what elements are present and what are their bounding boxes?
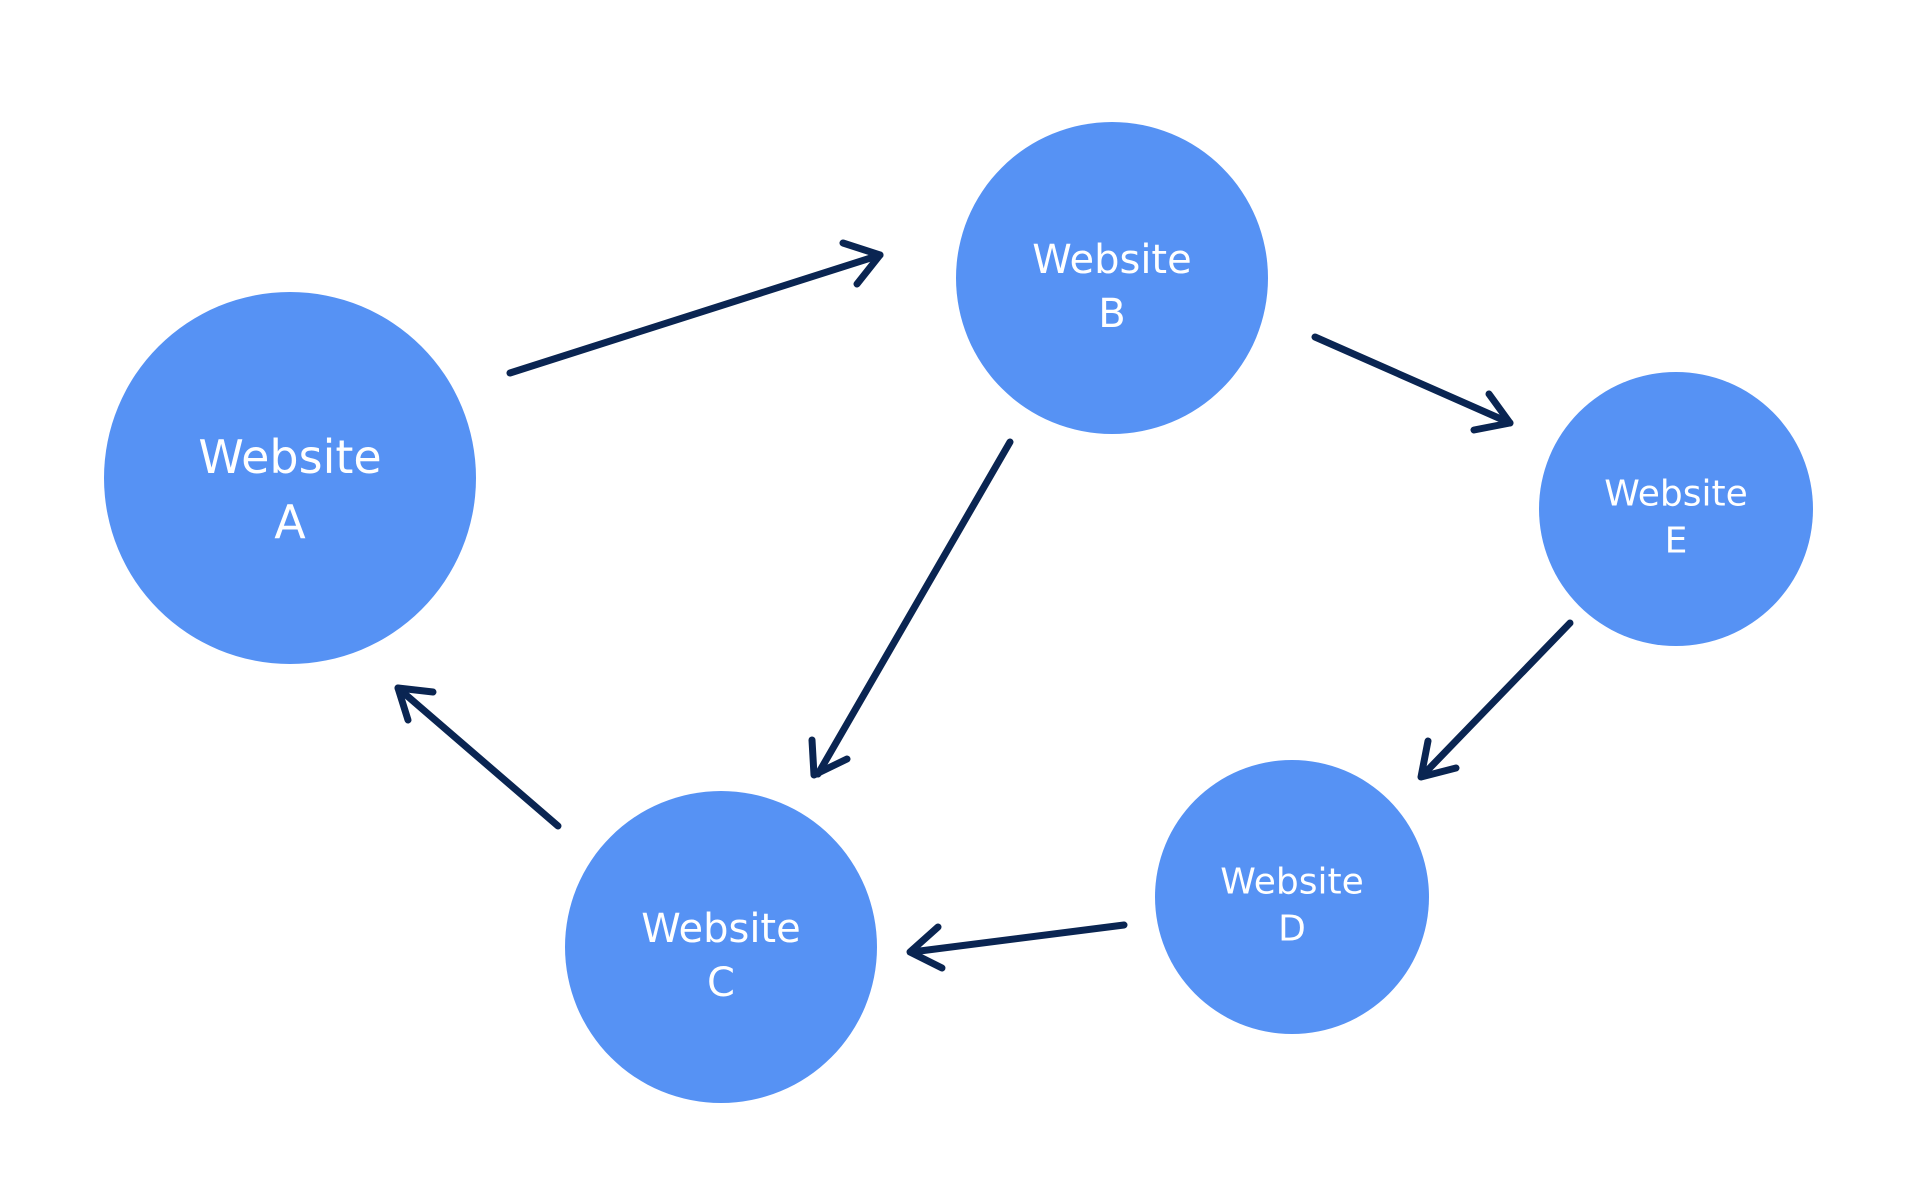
arrow-b-to-e-shaft [1311, 333, 1514, 427]
node-website-e-label-line2: E [1665, 521, 1688, 562]
arrow-c-to-a [394, 684, 562, 830]
node-website-e: Website E [1539, 372, 1813, 646]
arrow-e-to-d-shaft [1418, 619, 1574, 780]
arrow-d-to-c-head [906, 923, 946, 972]
node-website-b-circle [956, 122, 1268, 434]
nodes: Website A Website B Website C Website D … [104, 122, 1813, 1103]
node-website-a: Website A [104, 292, 476, 664]
arrow-e-to-d-head [1417, 737, 1460, 781]
arrow-b-to-e-head [1470, 390, 1514, 434]
arrow-c-to-a-head [394, 684, 437, 724]
arrow-b-to-c-head [808, 736, 851, 779]
arrow-b-to-c-shaft [814, 438, 1014, 778]
node-website-a-label-line2: A [274, 495, 306, 549]
node-website-c-label-line1: Website [641, 906, 800, 952]
arrow-a-to-b [506, 239, 884, 377]
node-website-d-label-line2: D [1278, 909, 1306, 950]
node-website-c-label-line2: C [707, 960, 735, 1006]
node-website-d: Website D [1155, 760, 1429, 1034]
arrow-c-to-a-shaft [394, 684, 562, 830]
arrow-b-to-e [1311, 333, 1514, 434]
arrow-d-to-c [906, 921, 1128, 972]
node-website-a-label-line1: Website [198, 430, 381, 484]
edges [394, 239, 1574, 972]
node-website-d-circle [1155, 760, 1429, 1034]
arrow-b-to-c [808, 438, 1014, 779]
arrow-a-to-b-head [839, 239, 884, 288]
arrow-d-to-c-shaft [908, 921, 1128, 956]
node-website-c: Website C [565, 791, 877, 1103]
node-website-b: Website B [956, 122, 1268, 434]
node-website-e-circle [1539, 372, 1813, 646]
node-website-a-circle [104, 292, 476, 664]
node-website-c-circle [565, 791, 877, 1103]
node-website-b-label-line1: Website [1032, 237, 1191, 283]
arrow-a-to-b-shaft [506, 251, 884, 377]
node-website-d-label-line1: Website [1220, 862, 1364, 903]
node-website-e-label-line1: Website [1604, 474, 1748, 515]
node-website-b-label-line2: B [1098, 291, 1125, 337]
arrow-e-to-d [1417, 619, 1574, 781]
